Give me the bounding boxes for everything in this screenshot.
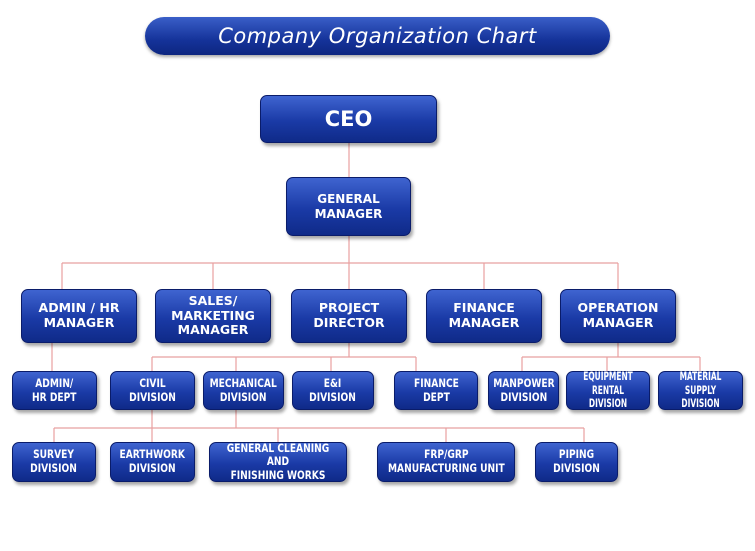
node-admin-hr-dept: ADMIN/ HR DEPT: [12, 371, 97, 410]
node-earthwork-division-label: EARTHWORK DIVISION: [119, 447, 186, 475]
node-ei-division: E&I DIVISION: [292, 371, 374, 410]
node-admin-hr-dept-label: ADMIN/ HR DEPT: [32, 375, 77, 404]
node-mechanical-division-label: MECHANICAL DIVISION: [209, 375, 278, 404]
node-manpower-division-label: MANPOWER DIVISION: [492, 375, 555, 404]
node-piping-division-label: PIPING DIVISION: [553, 447, 600, 475]
node-sales-marketing-manager: SALES/ MARKETING MANAGER: [155, 289, 271, 343]
node-finance-dept: FINANCE DEPT: [394, 371, 478, 410]
node-civil-division-label: CIVIL DIVISION: [129, 375, 176, 404]
node-equipment-rental-division-label: EQUIPMENT RENTAL DIVISION: [583, 369, 633, 411]
node-project-director: PROJECT DIRECTOR: [291, 289, 407, 343]
node-civil-division: CIVIL DIVISION: [110, 371, 195, 410]
node-frp-grp-unit: FRP/GRP MANUFACTURING UNIT: [377, 442, 515, 482]
node-finance-manager-label: FINANCE MANAGER: [448, 300, 520, 330]
node-frp-grp-unit-label: FRP/GRP MANUFACTURING UNIT: [387, 447, 505, 475]
node-sales-marketing-manager-label: SALES/ MARKETING MANAGER: [171, 292, 255, 338]
node-project-director-label: PROJECT DIRECTOR: [313, 300, 385, 330]
node-finance-dept-label: FINANCE DEPT: [413, 375, 459, 404]
node-material-supply-division: MATERIAL SUPPLY DIVISION: [658, 369, 743, 411]
node-general-manager-label: GENERAL MANAGER: [314, 192, 383, 221]
node-ceo-label: CEO: [324, 106, 373, 131]
node-material-supply-division-label: MATERIAL SUPPLY DIVISION: [679, 369, 722, 411]
node-general-cleaning: GENERAL CLEANING AND FINISHING WORKS: [209, 440, 347, 482]
node-operation-manager-label: OPERATION MANAGER: [577, 300, 659, 330]
node-manpower-division: MANPOWER DIVISION: [488, 371, 559, 410]
node-ceo: CEO: [260, 95, 437, 143]
node-finance-manager: FINANCE MANAGER: [426, 289, 542, 343]
node-piping-division: PIPING DIVISION: [535, 442, 618, 482]
node-survey-division-label: SURVEY DIVISION: [30, 447, 78, 475]
node-general-cleaning-label: GENERAL CLEANING AND FINISHING WORKS: [226, 440, 330, 482]
node-ei-division-label: E&I DIVISION: [309, 375, 357, 404]
node-admin-hr-manager-label: ADMIN / HR MANAGER: [38, 300, 120, 330]
node-equipment-rental-division: EQUIPMENT RENTAL DIVISION: [566, 369, 650, 411]
node-general-manager: GENERAL MANAGER: [286, 177, 411, 236]
node-admin-hr-manager: ADMIN / HR MANAGER: [21, 289, 137, 343]
node-mechanical-division: MECHANICAL DIVISION: [203, 371, 284, 410]
node-survey-division: SURVEY DIVISION: [12, 442, 96, 482]
chart-title: Company Organization Chart: [145, 17, 610, 55]
node-operation-manager: OPERATION MANAGER: [560, 289, 676, 343]
node-earthwork-division: EARTHWORK DIVISION: [110, 442, 195, 482]
